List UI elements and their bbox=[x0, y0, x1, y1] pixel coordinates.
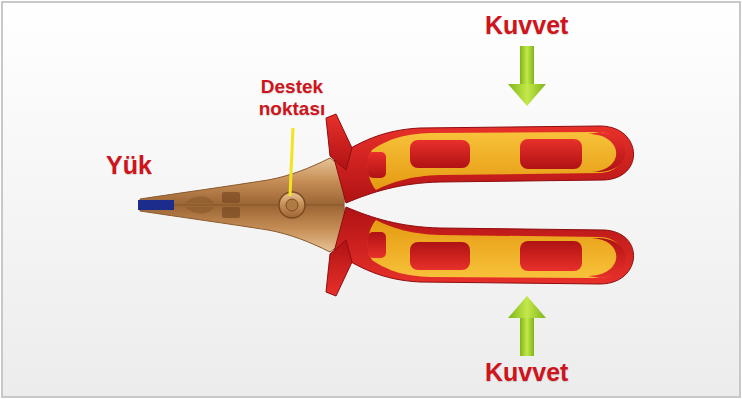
drawing-part bbox=[520, 316, 534, 356]
drawing-part bbox=[286, 199, 298, 211]
pivot bbox=[279, 192, 305, 218]
part-label: Yük bbox=[106, 150, 152, 180]
force-arrow bbox=[508, 296, 546, 356]
drawing-part bbox=[520, 46, 534, 86]
drawing-part bbox=[140, 205, 634, 296]
drawing-part bbox=[140, 114, 634, 205]
load-object bbox=[138, 200, 174, 210]
part-label: Kuvvet bbox=[485, 357, 568, 387]
drawing-part bbox=[508, 296, 546, 318]
part-label: Kuvvet bbox=[485, 10, 568, 40]
leader-line bbox=[290, 128, 293, 196]
pliers bbox=[140, 114, 634, 296]
drawing-part bbox=[508, 84, 546, 106]
part-label: Destek noktası bbox=[237, 76, 347, 120]
force-arrow bbox=[508, 46, 546, 106]
